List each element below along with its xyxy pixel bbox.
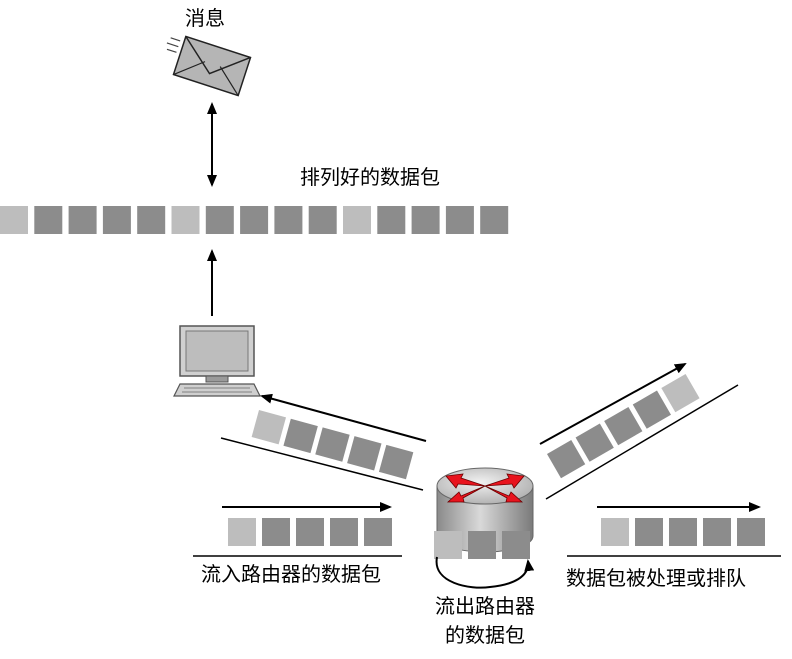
router-exit-packet-row	[434, 531, 530, 559]
packet	[601, 518, 629, 546]
envelope-icon	[166, 35, 252, 97]
packet	[632, 390, 671, 429]
packet	[283, 418, 318, 454]
packet	[240, 206, 269, 234]
packet	[137, 206, 166, 234]
packet	[205, 206, 234, 234]
packet	[296, 518, 324, 546]
ordered-packets-label: 排列好的数据包	[300, 165, 440, 189]
message-label: 消息	[185, 6, 225, 30]
packet	[102, 206, 131, 234]
packet	[502, 531, 530, 559]
packet	[262, 518, 290, 546]
packet	[377, 206, 406, 234]
outgoing-diagonal-packet-row	[547, 374, 700, 479]
processed-queued-label: 数据包被处理或排队	[566, 566, 746, 590]
packet	[251, 410, 287, 445]
outgoing-packets-label-line1: 流出路由器	[435, 594, 535, 618]
packet	[274, 206, 303, 234]
packet	[378, 444, 414, 480]
packet	[315, 427, 350, 462]
outgoing-right-packet-row	[601, 518, 765, 546]
outgoing-diagonal-channel	[539, 363, 739, 500]
computer-return-channel	[220, 393, 427, 491]
ordered-packet-row	[0, 206, 509, 234]
packet	[661, 374, 700, 413]
packet	[434, 531, 462, 559]
packet	[68, 206, 97, 234]
outgoing-right-channel	[567, 502, 781, 557]
incoming-packet-row	[228, 518, 392, 546]
packet	[575, 423, 614, 462]
packet	[347, 436, 382, 471]
desktop-computer-icon	[173, 325, 261, 397]
computer-return-arrow	[260, 393, 427, 442]
packet	[480, 206, 509, 234]
packet	[228, 518, 256, 546]
packet	[171, 206, 200, 234]
incoming-packets-label: 流入路由器的数据包	[201, 562, 381, 586]
outgoing-packets-label-line2: 的数据包	[445, 623, 525, 647]
packet	[0, 206, 28, 234]
packet	[635, 518, 663, 546]
packet	[343, 206, 371, 234]
packet	[308, 206, 337, 234]
packet	[330, 518, 358, 546]
packet	[547, 440, 586, 479]
packet	[411, 206, 440, 234]
computer-return-packet-row	[251, 410, 414, 480]
router-loop-arrow	[435, 556, 535, 589]
incoming-channel	[193, 502, 402, 557]
packet	[604, 407, 643, 446]
packet	[669, 518, 697, 546]
packet	[737, 518, 765, 546]
packet	[34, 206, 63, 234]
packet	[445, 206, 474, 234]
packet	[703, 518, 731, 546]
packet	[364, 518, 392, 546]
packet	[468, 531, 496, 559]
